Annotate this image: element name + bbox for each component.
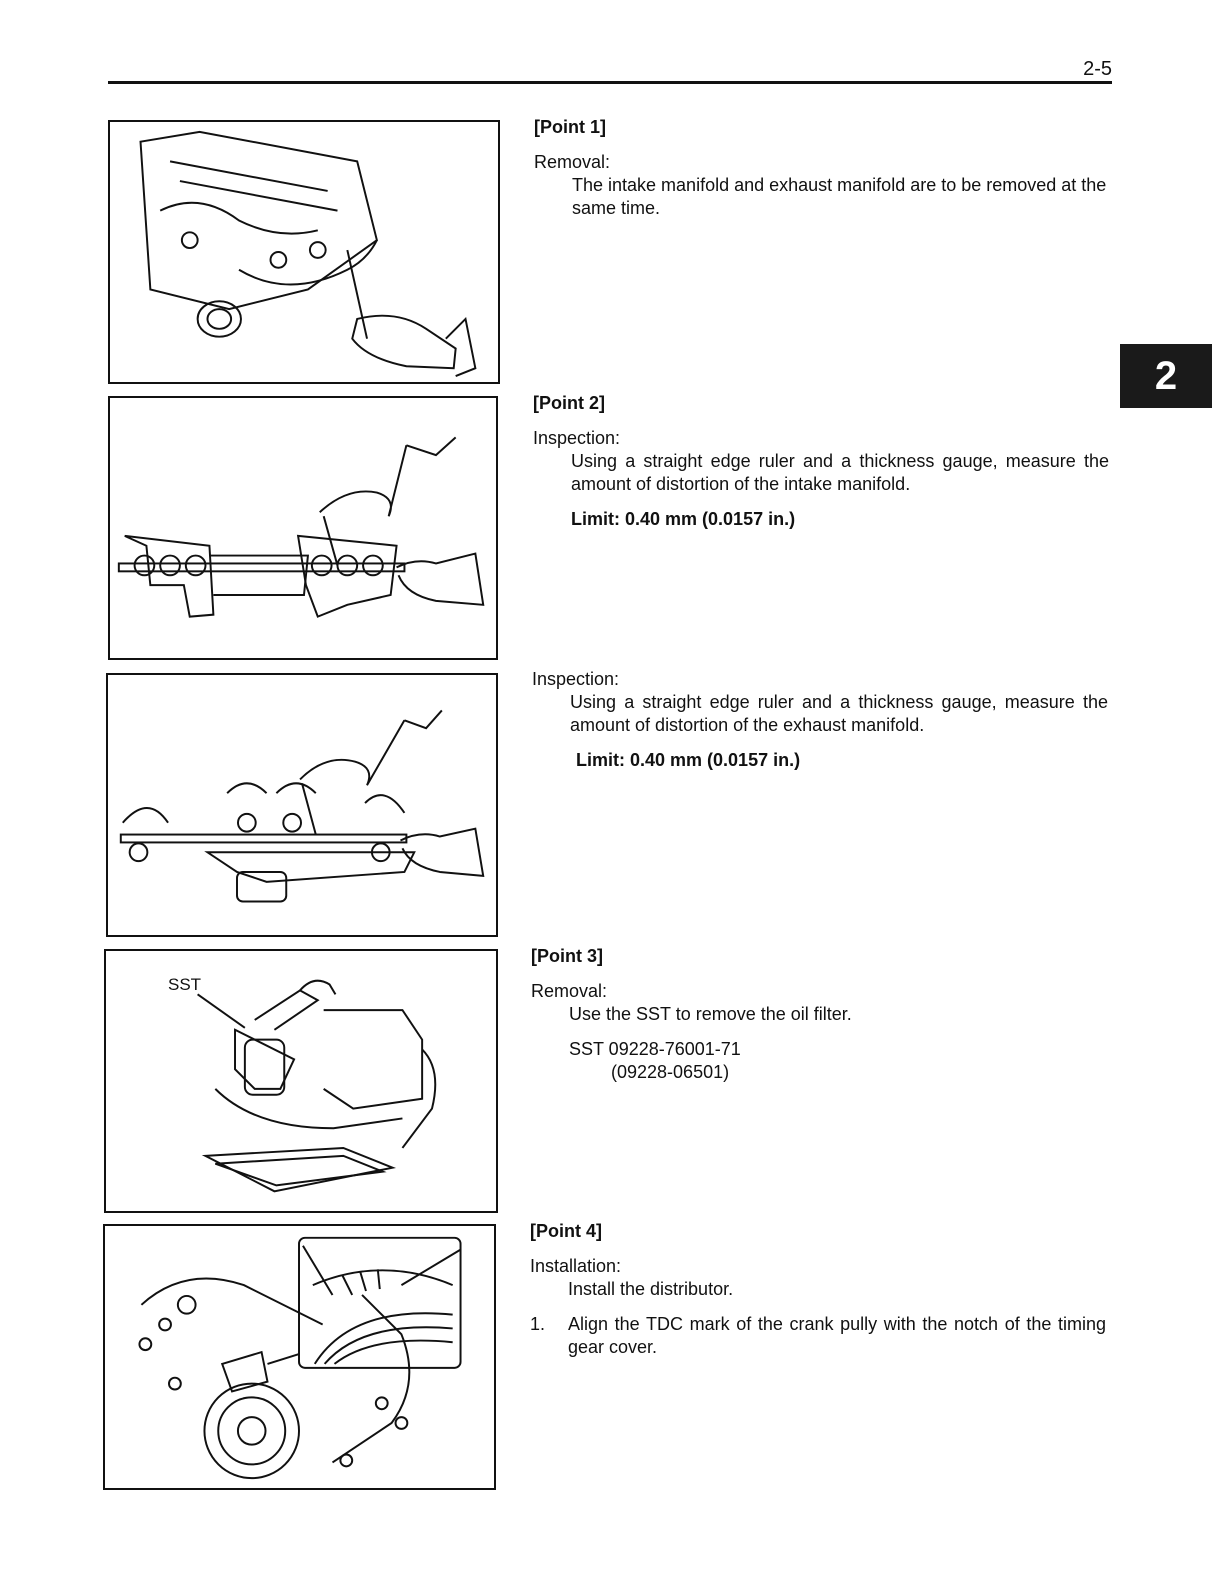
exhaust-label: Inspection: bbox=[532, 669, 620, 689]
point1-section: [Point 1] Removal: The intake manifold a… bbox=[534, 116, 1110, 220]
point4-body: Install the distributor. bbox=[568, 1279, 734, 1299]
exhaust-limit: Limit: 0.40 mm (0.0157 in.) bbox=[576, 750, 801, 770]
point3-sst-number: SST 09228-76001-71 bbox=[569, 1039, 741, 1059]
point4-section: [Point 4] Installation: Install the dist… bbox=[530, 1220, 1106, 1359]
page-number: 2-5 bbox=[1083, 58, 1112, 80]
point4-step-1: 1. Align the TDC mark of the crank pully… bbox=[530, 1313, 1106, 1359]
point1-title: [Point 1] bbox=[534, 117, 606, 137]
point2-label: Inspection: bbox=[533, 428, 621, 448]
figure-oil-filter-removal: SST bbox=[104, 949, 498, 1213]
point3-section: [Point 3] Removal: Use the SST to remove… bbox=[531, 945, 1107, 1084]
figure-exhaust-distortion bbox=[106, 673, 498, 937]
sst-callout: SST bbox=[168, 975, 202, 994]
point3-title: [Point 3] bbox=[531, 946, 603, 966]
step-number: 1. bbox=[530, 1314, 546, 1334]
point2-limit: Limit: 0.40 mm (0.0157 in.) bbox=[571, 509, 796, 529]
point2-section: [Point 2] Inspection: Using a straight e… bbox=[533, 392, 1109, 531]
point1-label: Removal: bbox=[534, 152, 611, 172]
point4-title: [Point 4] bbox=[530, 1221, 602, 1241]
figure-intake-distortion bbox=[108, 396, 498, 660]
exhaust-body: Using a straight edge ruler and a thickn… bbox=[570, 692, 1108, 735]
chapter-tab: 2 bbox=[1120, 344, 1212, 408]
point3-label: Removal: bbox=[531, 981, 608, 1001]
figure-manifold-removal bbox=[108, 120, 500, 384]
point2-body: Using a straight edge ruler and a thickn… bbox=[571, 451, 1109, 494]
header-rule bbox=[108, 81, 1112, 84]
point4-label: Installation: bbox=[530, 1256, 622, 1276]
point3-body: Use the SST to remove the oil filter. bbox=[569, 1004, 852, 1024]
point3-sst-sub-number: (09228-06501) bbox=[611, 1062, 730, 1082]
point2-title: [Point 2] bbox=[533, 393, 605, 413]
figure-crank-pulley-tdc bbox=[103, 1224, 496, 1490]
exhaust-section: Inspection: Using a straight edge ruler … bbox=[532, 668, 1108, 772]
point1-body: The intake manifold and exhaust manifold… bbox=[572, 175, 1107, 218]
step-text: Align the TDC mark of the crank pully wi… bbox=[568, 1314, 1106, 1357]
